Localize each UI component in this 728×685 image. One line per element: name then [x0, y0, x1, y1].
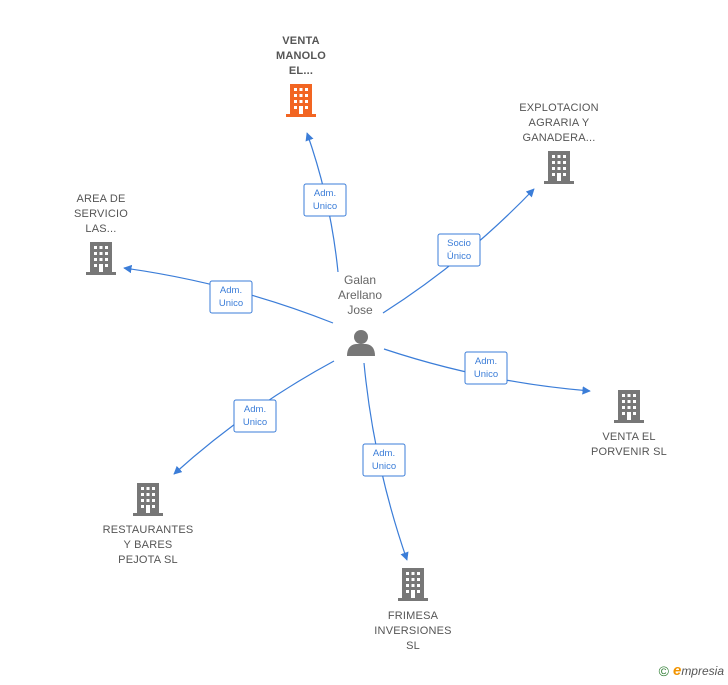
company-node-venta-el-porvenir[interactable]: VENTA EL PORVENIR SL: [591, 390, 667, 458]
edge-label-box: [437, 233, 481, 267]
edge-label-text: Socio: [447, 238, 471, 249]
company-name-line[interactable]: GANADERA...: [522, 132, 595, 144]
company-name-line[interactable]: EXPLOTACION: [519, 102, 599, 114]
company-node-explotacion-agraria[interactable]: EXPLOTACION AGRARIA Y GANADERA...: [519, 102, 599, 184]
person-icon[interactable]: [347, 330, 375, 356]
edge-label-text: Unico: [243, 417, 267, 428]
company-name-line[interactable]: MANOLO: [276, 50, 326, 62]
edge-label-text: Adm.: [314, 188, 336, 199]
company-name-line[interactable]: INVERSIONES: [374, 625, 451, 637]
company-node-venta-manolo[interactable]: VENTA MANOLO EL...: [276, 35, 326, 117]
company-node-restaurantes-y-bares[interactable]: RESTAURANTES Y BARES PEJOTA SL: [103, 483, 194, 566]
company-name-line[interactable]: PEJOTA SL: [118, 554, 178, 566]
building-icon[interactable]: [544, 151, 574, 184]
edge-label-box: [209, 280, 253, 314]
edge-label-text: Adm.: [220, 285, 242, 296]
company-name-line[interactable]: PORVENIR SL: [591, 446, 667, 458]
edge-label-box: [303, 183, 347, 217]
company-name-line[interactable]: LAS...: [85, 223, 116, 235]
person-name-line[interactable]: Arellano: [338, 288, 382, 302]
company-name-line[interactable]: FRIMESA: [388, 610, 439, 622]
company-name-line[interactable]: SL: [406, 640, 420, 652]
edge-label-venta-el-porvenir[interactable]: Adm. Unico: [464, 351, 508, 385]
building-icon[interactable]: [398, 568, 428, 601]
edge-label-box: [362, 443, 406, 477]
edge-label-text: Adm.: [373, 448, 395, 459]
edge-label-area-de-servicio[interactable]: Adm. Unico: [209, 280, 253, 314]
company-name-line[interactable]: AGRARIA Y: [529, 117, 590, 129]
edge-label-venta-manolo[interactable]: Adm. Unico: [303, 183, 347, 217]
company-node-frimesa-inversiones[interactable]: FRIMESA INVERSIONES SL: [374, 568, 451, 652]
footer-brand: © empresia: [659, 662, 724, 679]
edge-label-text: Unico: [474, 369, 498, 380]
copyright-symbol: ©: [658, 662, 669, 679]
building-icon[interactable]: [614, 390, 644, 423]
person-name-line[interactable]: Jose: [347, 303, 373, 317]
company-name-line[interactable]: SERVICIO: [74, 208, 128, 220]
company-name-line[interactable]: VENTA EL: [602, 431, 655, 443]
building-icon[interactable]: [286, 84, 316, 117]
company-name-line[interactable]: Y BARES: [124, 539, 173, 551]
edge-label-box: [233, 399, 277, 433]
edge-label-box: [464, 351, 508, 385]
building-icon[interactable]: [86, 242, 116, 275]
company-name-line[interactable]: RESTAURANTES: [103, 524, 194, 536]
person-name-line[interactable]: Galan: [344, 273, 376, 287]
edge-label-text: Adm.: [244, 404, 266, 415]
edge-label-text: Adm.: [475, 356, 497, 367]
building-icon[interactable]: [133, 483, 163, 516]
company-name-line[interactable]: VENTA: [282, 35, 319, 47]
edge-label-frimesa-inversiones[interactable]: Adm. Unico: [362, 443, 406, 477]
edge-label-restaurantes-y-bares[interactable]: Adm. Unico: [233, 399, 277, 433]
edge-label-text: Unico: [219, 298, 243, 309]
company-node-area-de-servicio[interactable]: AREA DE SERVICIO LAS...: [74, 193, 128, 275]
edge-label-text: Unico: [372, 461, 396, 472]
brand-logo[interactable]: empresia: [672, 662, 724, 679]
edge-label-text: Unico: [313, 201, 337, 212]
company-name-line[interactable]: AREA DE: [76, 193, 125, 205]
company-name-line[interactable]: EL...: [289, 65, 313, 77]
edge-label-text: Único: [447, 251, 471, 262]
